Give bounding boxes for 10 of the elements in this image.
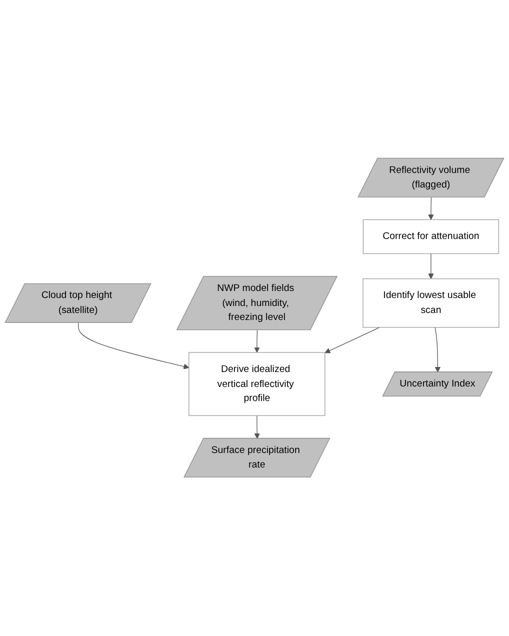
arrow — [254, 416, 260, 440]
arrow — [428, 254, 434, 280]
node-box: Identify lowest usable scan — [362, 278, 500, 328]
arrow — [78, 322, 190, 370]
arrow — [324, 327, 380, 354]
arrow — [434, 327, 441, 373]
node-box: Correct for attenuation — [362, 220, 500, 254]
arrow — [428, 197, 434, 220]
node-box: Derive idealized vertical reflectivity profile — [188, 352, 326, 416]
arrow — [254, 330, 260, 354]
